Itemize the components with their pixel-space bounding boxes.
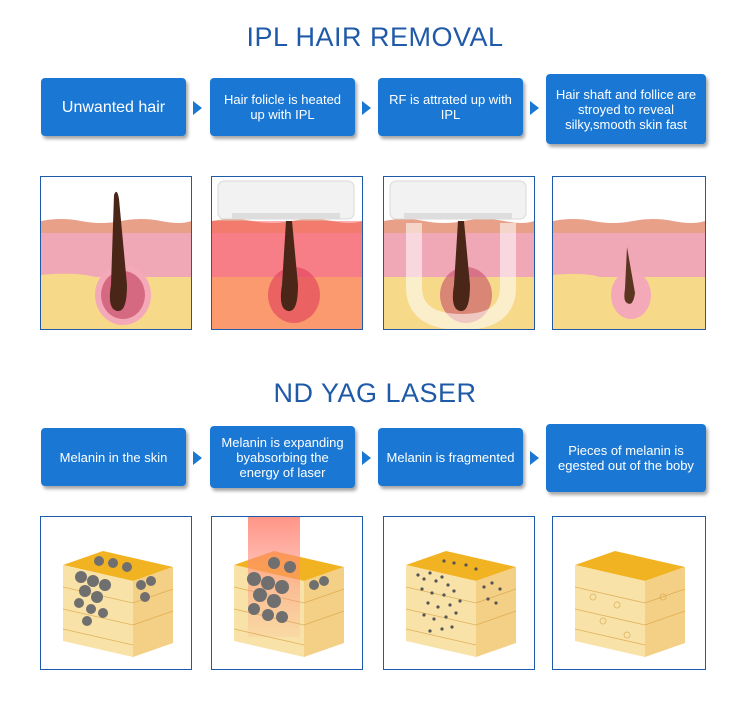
skin-cube-melanin-icon: [40, 516, 192, 670]
ipl-step-3-box: RF is attrated up with IPL: [378, 78, 523, 136]
ipl-step-1-label: Unwanted hair: [61, 98, 166, 116]
ipl-step-3-label: RF is attrated up with IPL: [389, 92, 512, 122]
nd-yag-section-title: ND YAG LASER: [273, 378, 477, 408]
skin-cross-section-hair-icon: [40, 176, 192, 330]
arrow-right-icon: [530, 451, 539, 465]
arrow-right-icon: [193, 451, 202, 465]
ipl-step-4-label: Hair shaft and follice are stroyed to re…: [555, 86, 697, 132]
nd-yag-step-3-label: Melanin is fragmented: [386, 449, 515, 465]
nd-yag-step-3-box: Melanin is fragmented: [378, 428, 523, 486]
arrow-right-icon: [362, 451, 371, 465]
nd-yag-step-1-label: Melanin in the skin: [59, 449, 168, 465]
rf-device-u-field-icon: [383, 176, 535, 330]
ipl-step-1-box: Unwanted hair: [41, 78, 186, 136]
ipl-step-4-box: Hair shaft and follice are stroyed to re…: [546, 74, 706, 144]
removed-hair-skin-icon: [552, 176, 706, 330]
nd-yag-step-2-box: Melanin is expanding byabsorbing the ene…: [210, 426, 355, 488]
ipl-section-title: IPL HAIR REMOVAL: [246, 22, 504, 52]
ipl-device-light-heating-icon: [211, 176, 363, 330]
arrow-right-icon: [530, 101, 539, 115]
arrow-right-icon: [193, 101, 202, 115]
nd-yag-step-4-label: Pieces of melanin is egested out of the …: [558, 443, 694, 473]
skin-cube-laser-beam-icon: [211, 516, 363, 670]
ipl-step-2-label: Hair folicle is heated up with IPL: [223, 92, 342, 122]
ipl-step-2-box: Hair folicle is heated up with IPL: [210, 78, 355, 136]
nd-yag-step-4-box: Pieces of melanin is egested out of the …: [546, 424, 706, 492]
arrow-right-icon: [362, 101, 371, 115]
nd-yag-step-2-label: Melanin is expanding byabsorbing the ene…: [221, 434, 344, 480]
skin-cube-clear-icon: [552, 516, 706, 670]
skin-cube-fragmented-melanin-icon: [383, 516, 535, 670]
nd-yag-step-1-box: Melanin in the skin: [41, 428, 186, 486]
